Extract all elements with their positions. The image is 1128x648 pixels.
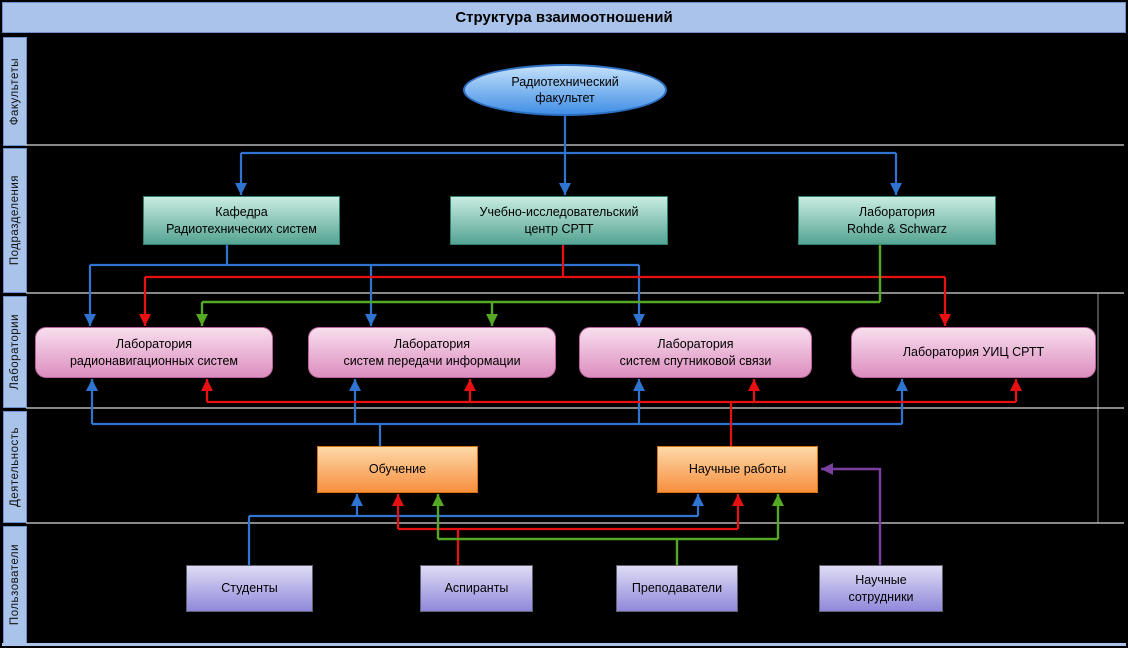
lane-label-departments: Подразделения	[3, 148, 27, 293]
node-user-researchers[interactable]: Научные сотрудники	[819, 565, 943, 612]
red-connectors	[139, 245, 1022, 565]
lane-label-text: Факультеты	[9, 57, 21, 126]
node-activity-research[interactable]: Научные работы	[657, 446, 818, 493]
node-department-kafedra[interactable]: Кафедра Радиотехнических систем	[143, 196, 340, 245]
page-title: Структура взаимоотношений	[455, 9, 673, 26]
node-faculty[interactable]: Радиотехнический факультет	[463, 64, 667, 116]
lane-label-activities: Деятельность	[3, 411, 27, 523]
lane-label-faculties: Факультеты	[3, 37, 27, 146]
green-connectors	[196, 245, 882, 565]
lane-label-text: Пользователи	[9, 544, 21, 626]
node-activity-education[interactable]: Обучение	[317, 446, 478, 493]
node-user-postgraduates[interactable]: Аспиранты	[420, 565, 533, 612]
purple-connectors	[821, 463, 882, 565]
lane-label-text: Лаборатории	[9, 314, 21, 390]
node-lab-information-transfer[interactable]: Лаборатория систем передачи информации	[308, 327, 556, 378]
node-lab-satellite-comms[interactable]: Лаборатория систем спутниковой связи	[579, 327, 812, 378]
node-lab-radionavigation[interactable]: Лаборатория радионавигационных систем	[35, 327, 273, 378]
node-user-teachers[interactable]: Преподаватели	[616, 565, 738, 612]
bottom-rail	[2, 643, 1126, 646]
node-department-rohde-schwarz[interactable]: Лаборатория Rohde & Schwarz	[798, 196, 996, 245]
node-department-uic-srtt[interactable]: Учебно-исследовательский центр СРТТ	[450, 196, 668, 245]
lane-label-text: Подразделения	[9, 175, 21, 266]
lane-label-text: Деятельность	[9, 426, 21, 508]
lane-label-users: Пользователи	[3, 526, 27, 644]
node-lab-uic-srtt[interactable]: Лаборатория УИЦ СРТТ	[851, 327, 1096, 378]
diagram-title-bar: Структура взаимоотношений	[2, 2, 1126, 33]
node-user-students[interactable]: Студенты	[186, 565, 313, 612]
lane-label-laboratories: Лаборатории	[3, 296, 27, 408]
